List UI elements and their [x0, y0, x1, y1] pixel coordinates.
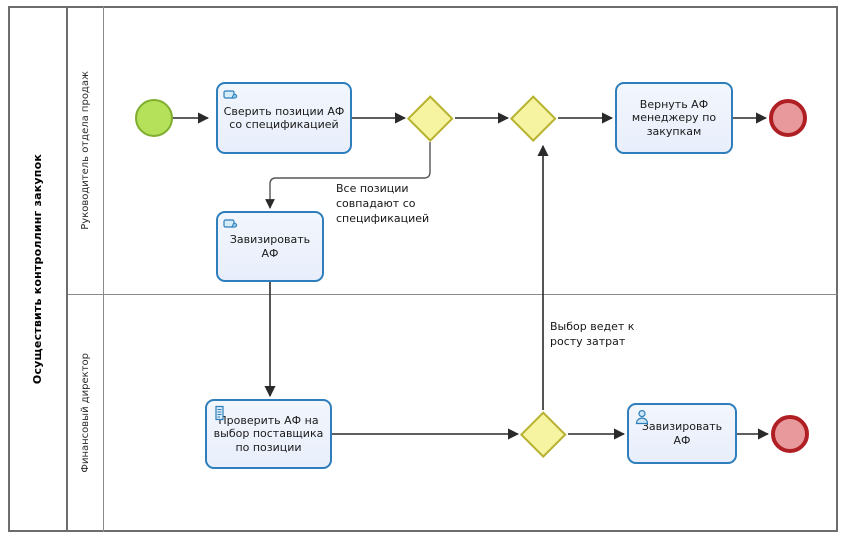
gateway-diamond: [510, 95, 556, 141]
task-label: Вернуть АФ менеджеру по закупкам: [631, 97, 717, 138]
gateway-diamond: [407, 95, 453, 141]
connector-gateway1-to-endorse-top: [265, 142, 431, 209]
lane-divider: [68, 294, 838, 295]
task-label: Проверить АФ на выбор поставщика по пози…: [213, 413, 324, 454]
task-return-af-to-purchasing-manager[interactable]: Вернуть АФ менеджеру по закупкам: [615, 82, 733, 154]
end-event-bottom[interactable]: [771, 415, 809, 453]
user-task-icon: [634, 409, 650, 425]
flow-label-cost-growth: Выбор ведет к росту затрат: [550, 320, 635, 348]
task-label: Завизировать АФ: [229, 233, 311, 260]
gateway-diamond: [520, 411, 566, 457]
pool-title: Осуществить контроллинг закупок: [8, 6, 68, 532]
flow-label-spec-match: Все позиции совпадают со спецификацией: [336, 182, 430, 225]
task-endorse-af-top[interactable]: Завизировать АФ: [216, 211, 324, 282]
gateway-exclusive-3[interactable]: [520, 411, 566, 457]
gateway-exclusive-1[interactable]: [407, 95, 453, 141]
manual-task-icon: [223, 88, 239, 104]
task-label: Завизировать АФ: [641, 420, 723, 447]
lane-label-finance-director: Финансовый директор: [68, 294, 104, 532]
lane-label-head-of-sales: Руководитель отдела продаж: [68, 6, 104, 294]
task-check-supplier-selection[interactable]: Проверить АФ на выбор поставщика по пози…: [205, 399, 332, 469]
script-task-icon: [212, 405, 228, 421]
end-event-top[interactable]: [769, 99, 807, 137]
gateway-exclusive-2[interactable]: [510, 95, 556, 141]
manual-task-icon: [223, 217, 239, 233]
task-label: Сверить позиции АФ со спецификацией: [223, 104, 345, 131]
task-reconcile-positions[interactable]: Сверить позиции АФ со спецификацией: [216, 82, 352, 154]
start-event[interactable]: [135, 99, 173, 137]
task-endorse-af-bottom[interactable]: Завизировать АФ: [627, 403, 737, 464]
